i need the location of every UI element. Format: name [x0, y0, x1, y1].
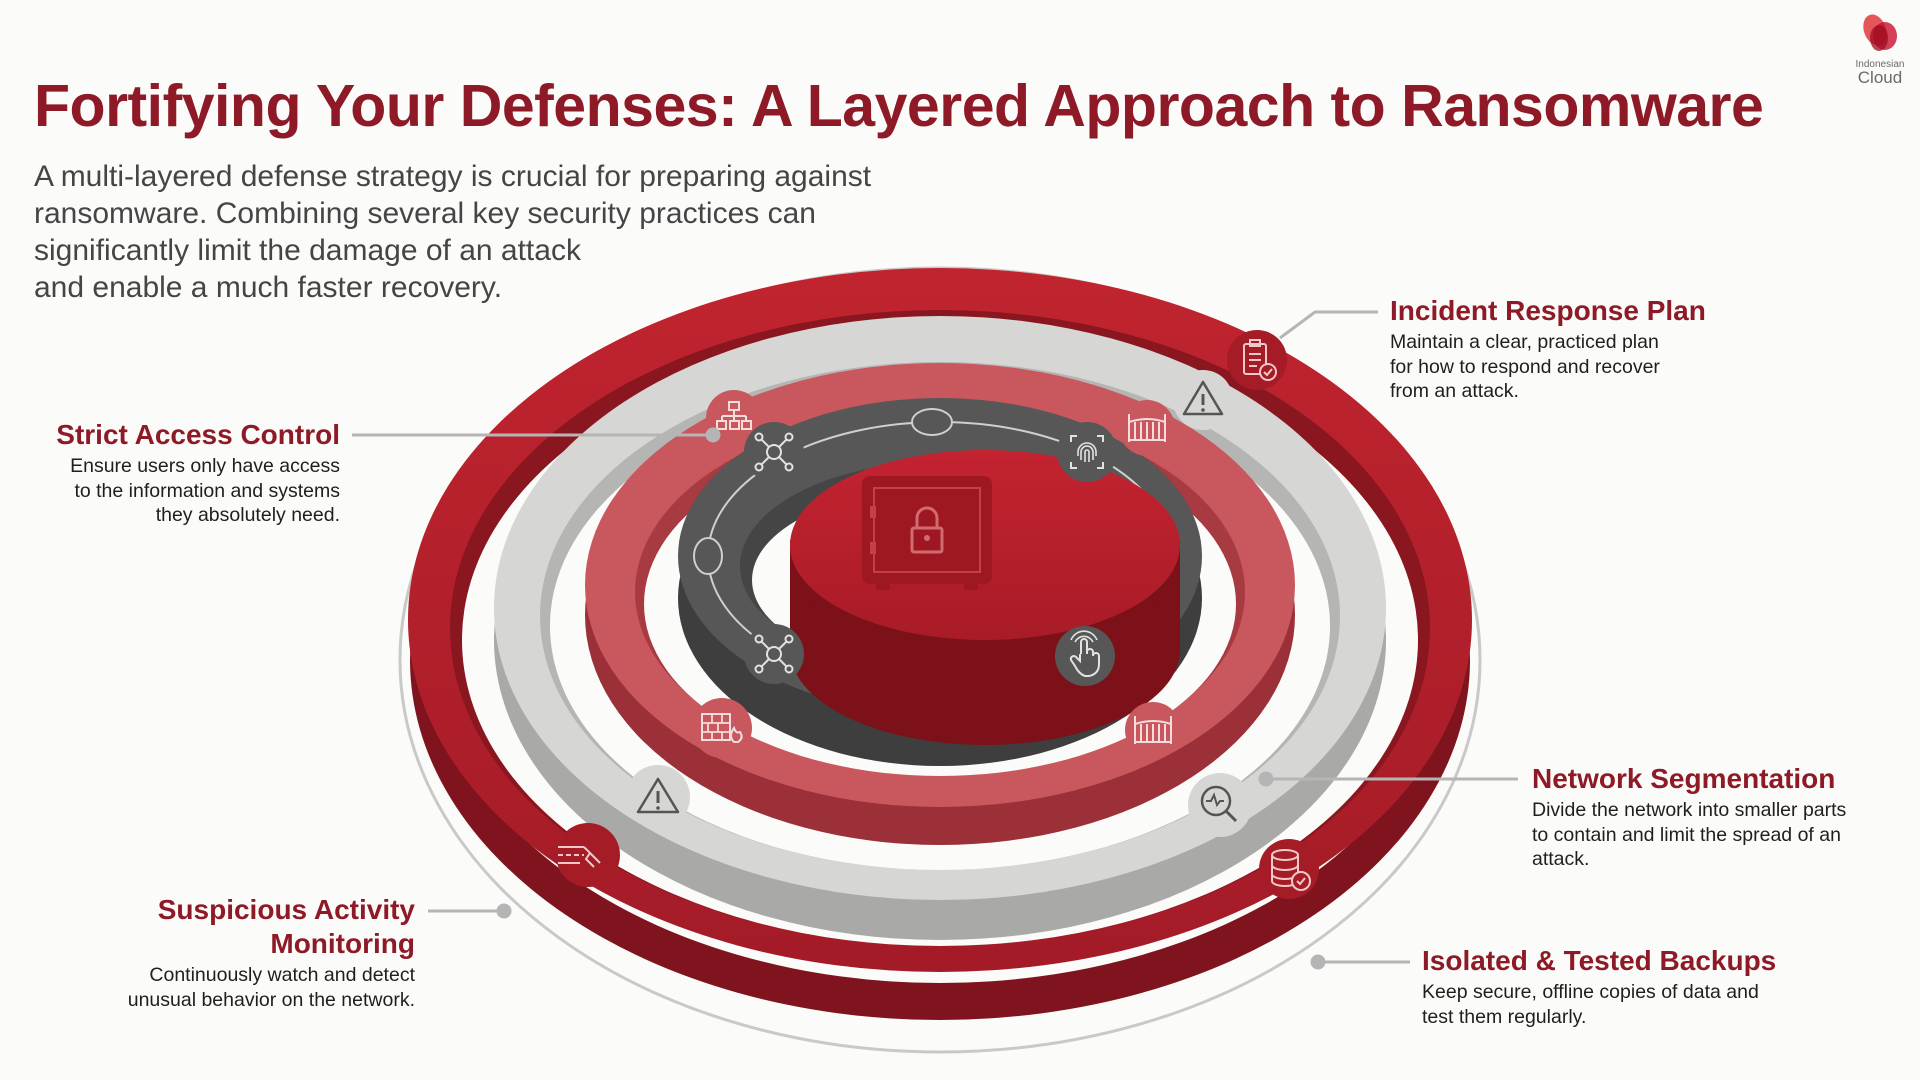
ring-node	[693, 537, 723, 575]
callout-isolated-tested-backups: Isolated & Tested Backups Keep secure, o…	[1422, 944, 1776, 1029]
intro-line: and enable a much faster recovery.	[34, 271, 503, 304]
gate-icon	[1125, 702, 1181, 758]
callout-network-segmentation: Network Segmentation Divide the network …	[1532, 762, 1846, 872]
callout-line: attack.	[1532, 848, 1590, 870]
callout-line: Continuously watch and detect	[149, 964, 415, 986]
callout-title: Isolated & Tested Backups	[1422, 945, 1777, 976]
connector-lines	[352, 310, 1518, 970]
warning-triangle-icon	[1173, 370, 1233, 430]
network-nodes-icon	[744, 422, 804, 482]
network-nodes-icon	[744, 624, 804, 684]
page-title: Fortifying Your Defenses: A Layered Appr…	[34, 73, 1764, 139]
callout-line: from an attack.	[1390, 380, 1519, 402]
callout-title-line: Suspicious Activity	[157, 894, 415, 925]
callout-line: they absolutely need.	[155, 504, 340, 526]
warning-triangle-icon	[626, 765, 690, 829]
clipboard-check-icon	[1227, 330, 1287, 390]
ring-node	[911, 408, 953, 436]
callout-line: Maintain a clear, practiced plan	[1390, 331, 1659, 353]
callout-line: test them regularly.	[1422, 1005, 1587, 1028]
callout-description: Keep secure, offline copies of data and …	[1422, 980, 1776, 1029]
callout-line: to contain and limit the spread of an	[1532, 823, 1841, 846]
broken-road-icon	[556, 823, 620, 887]
brand-logo: Indonesian Cloud	[1840, 12, 1920, 87]
intro-line: significantly limit the damage of an att…	[34, 234, 581, 267]
org-hierarchy-icon	[706, 390, 762, 446]
callout-suspicious-activity-monitoring: Suspicious Activity Monitoring Continuou…	[0, 893, 415, 1012]
callout-line: Ensure users only have access	[70, 455, 340, 477]
callout-line: for how to respond and recover	[1390, 355, 1660, 378]
touch-hand-icon	[1055, 626, 1115, 686]
callout-strict-access-control: Strict Access Control Ensure users only …	[0, 418, 340, 528]
fingerprint-scan-icon	[1057, 422, 1117, 482]
callout-description: Divide the network into smaller parts to…	[1532, 798, 1846, 872]
firewall-icon	[692, 698, 752, 758]
callout-title: Incident Response Plan	[1390, 295, 1706, 326]
callout-title: Strict Access Control	[56, 419, 340, 450]
callout-line: to the information and systems	[74, 479, 340, 502]
callout-line: Divide the network into smaller parts	[1532, 799, 1847, 821]
database-check-icon	[1259, 839, 1319, 899]
magnifier-pulse-icon	[1188, 773, 1252, 837]
logo-petal-icon	[1863, 14, 1897, 51]
logo-text-line2: Cloud	[1857, 68, 1903, 87]
callout-incident-response: Incident Response Plan Maintain a clear,…	[1390, 294, 1706, 404]
callout-title: Network Segmentation	[1532, 763, 1836, 794]
intro-line: A multi-layered defense strategy is cruc…	[34, 160, 872, 193]
gate-icon	[1119, 400, 1175, 456]
callout-line: unusual behavior on the network.	[127, 988, 415, 1011]
callout-title-line: Monitoring	[270, 928, 415, 959]
callout-line: Keep secure, offline copies of data and	[1422, 981, 1759, 1003]
logo-text-line1: Indonesian	[1855, 59, 1905, 70]
intro-line: ransomware. Combining several key securi…	[34, 197, 816, 230]
safe-lock-icon	[862, 476, 992, 590]
callout-description: Ensure users only have access to the inf…	[0, 454, 340, 528]
callout-description: Continuously watch and detect unusual be…	[0, 963, 415, 1012]
core-cylinder	[790, 450, 1180, 745]
intro-paragraph: A multi-layered defense strategy is cruc…	[34, 158, 934, 306]
callout-title: Suspicious Activity Monitoring	[0, 893, 415, 961]
callout-description: Maintain a clear, practiced plan for how…	[1390, 330, 1706, 404]
